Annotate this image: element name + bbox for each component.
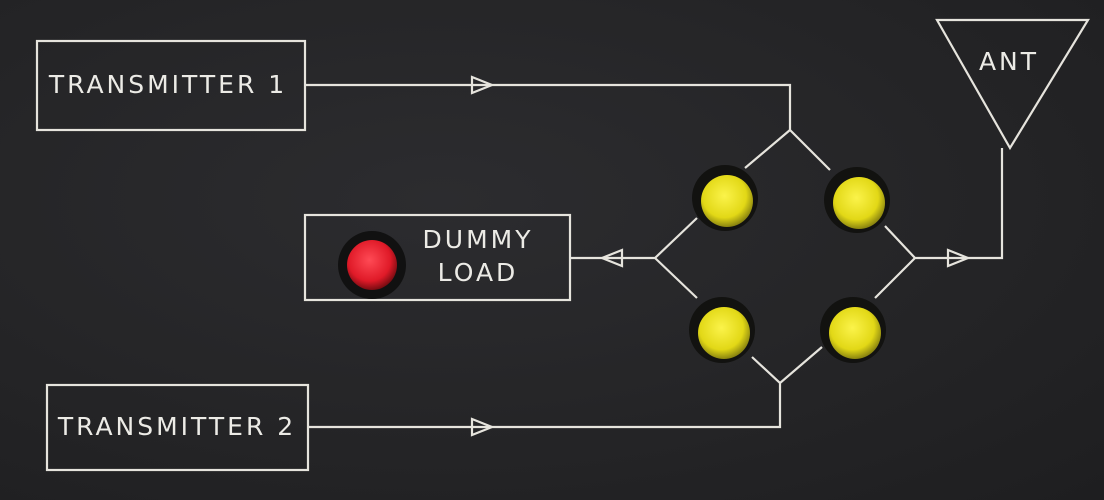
switch-t2-ant[interactable] bbox=[820, 297, 886, 363]
arrow-right-icon bbox=[470, 417, 495, 437]
transmitter-2-label: TRANSMITTER 2 bbox=[57, 412, 296, 441]
transmitter-1-label: TRANSMITTER 1 bbox=[48, 70, 287, 99]
antenna-symbol: ANT bbox=[935, 18, 1090, 151]
dummy-load-line bbox=[570, 217, 698, 299]
arrow-left-icon bbox=[599, 248, 624, 268]
switch-t2-dummy[interactable] bbox=[689, 297, 755, 363]
switch-t1-dummy[interactable] bbox=[692, 165, 758, 231]
antenna-line bbox=[874, 148, 1004, 299]
dummy-load-label-line1: DUMMY bbox=[423, 225, 534, 254]
arrow-right-icon bbox=[470, 75, 495, 95]
transmitter-2-line bbox=[308, 346, 823, 429]
transmitter-1-box: TRANSMITTER 1 bbox=[35, 39, 307, 132]
antenna-label: ANT bbox=[979, 47, 1039, 76]
transmitter-2-box: TRANSMITTER 2 bbox=[45, 383, 310, 472]
arrow-right-icon bbox=[946, 248, 971, 268]
dummy-load-indicator[interactable] bbox=[338, 231, 406, 299]
transmitter-1-line bbox=[305, 83, 831, 171]
switch-t1-ant[interactable] bbox=[824, 167, 890, 233]
dummy-load-label-line2: LOAD bbox=[438, 258, 519, 287]
